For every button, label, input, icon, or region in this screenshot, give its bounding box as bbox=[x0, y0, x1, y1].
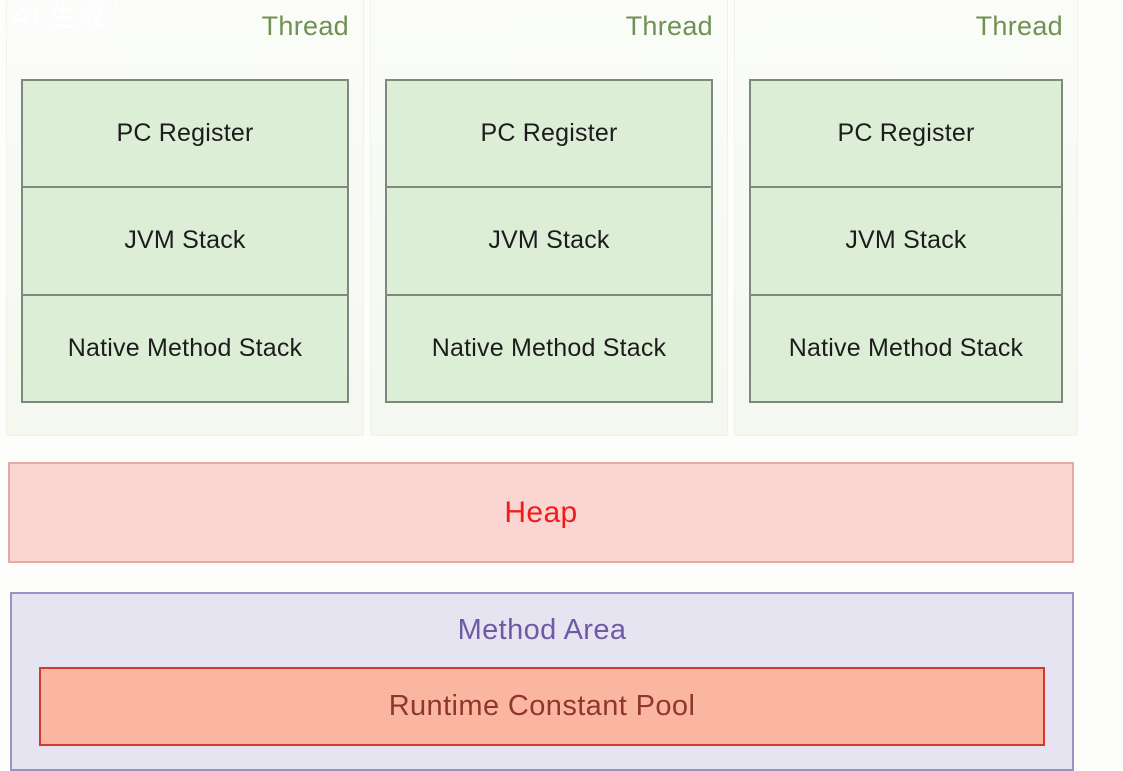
method-area-label: Method Area bbox=[457, 614, 627, 646]
thread-title-2: Thread bbox=[625, 11, 713, 41]
thread-3-jvm-stack-label: JVM Stack bbox=[845, 226, 967, 255]
thread-3-native-method-stack-label: Native Method Stack bbox=[788, 333, 1024, 362]
thread-1-pc-register-cell: PC Register bbox=[23, 81, 347, 189]
thread-2-native-method-stack-cell: Native Method Stack bbox=[387, 295, 711, 401]
thread-2-pc-register-cell: PC Register bbox=[387, 81, 711, 189]
thread-title-1: Thread bbox=[261, 11, 349, 41]
thread-3-jvm-stack-cell: JVM Stack bbox=[751, 188, 1061, 296]
thread-row: Thread PC Register JVM Stack Native Meth… bbox=[6, 0, 1078, 436]
thread-1-jvm-stack-cell: JVM Stack bbox=[23, 188, 347, 296]
thread-2-jvm-stack-label: JVM Stack bbox=[488, 226, 610, 255]
thread-2-pc-register-label: PC Register bbox=[480, 119, 618, 148]
thread-panel-1: Thread PC Register JVM Stack Native Meth… bbox=[6, 0, 364, 436]
thread-3-pc-register-label: PC Register bbox=[837, 119, 975, 148]
runtime-constant-pool-label: Runtime Constant Pool bbox=[388, 690, 696, 722]
thread-1-jvm-stack-label: JVM Stack bbox=[124, 226, 246, 255]
thread-3-native-method-stack-cell: Native Method Stack bbox=[751, 295, 1061, 401]
thread-memory-box-2: PC Register JVM Stack Native Method Stac… bbox=[385, 79, 713, 403]
heap-label: Heap bbox=[504, 495, 578, 529]
thread-memory-box-1: PC Register JVM Stack Native Method Stac… bbox=[21, 79, 349, 403]
thread-2-native-method-stack-label: Native Method Stack bbox=[431, 333, 667, 362]
heap-region: Heap bbox=[8, 462, 1074, 563]
method-area-region: Method Area Runtime Constant Pool bbox=[10, 592, 1074, 771]
runtime-constant-pool-region: Runtime Constant Pool bbox=[39, 667, 1045, 746]
thread-panel-2: Thread PC Register JVM Stack Native Meth… bbox=[370, 0, 728, 436]
thread-memory-box-3: PC Register JVM Stack Native Method Stac… bbox=[749, 79, 1063, 403]
thread-1-native-method-stack-cell: Native Method Stack bbox=[23, 295, 347, 401]
thread-1-pc-register-label: PC Register bbox=[116, 119, 254, 148]
thread-1-native-method-stack-label: Native Method Stack bbox=[67, 333, 303, 362]
thread-3-pc-register-cell: PC Register bbox=[751, 81, 1061, 189]
thread-title-3: Thread bbox=[975, 11, 1063, 41]
thread-2-jvm-stack-cell: JVM Stack bbox=[387, 188, 711, 296]
thread-panel-3: Thread PC Register JVM Stack Native Meth… bbox=[734, 0, 1078, 436]
